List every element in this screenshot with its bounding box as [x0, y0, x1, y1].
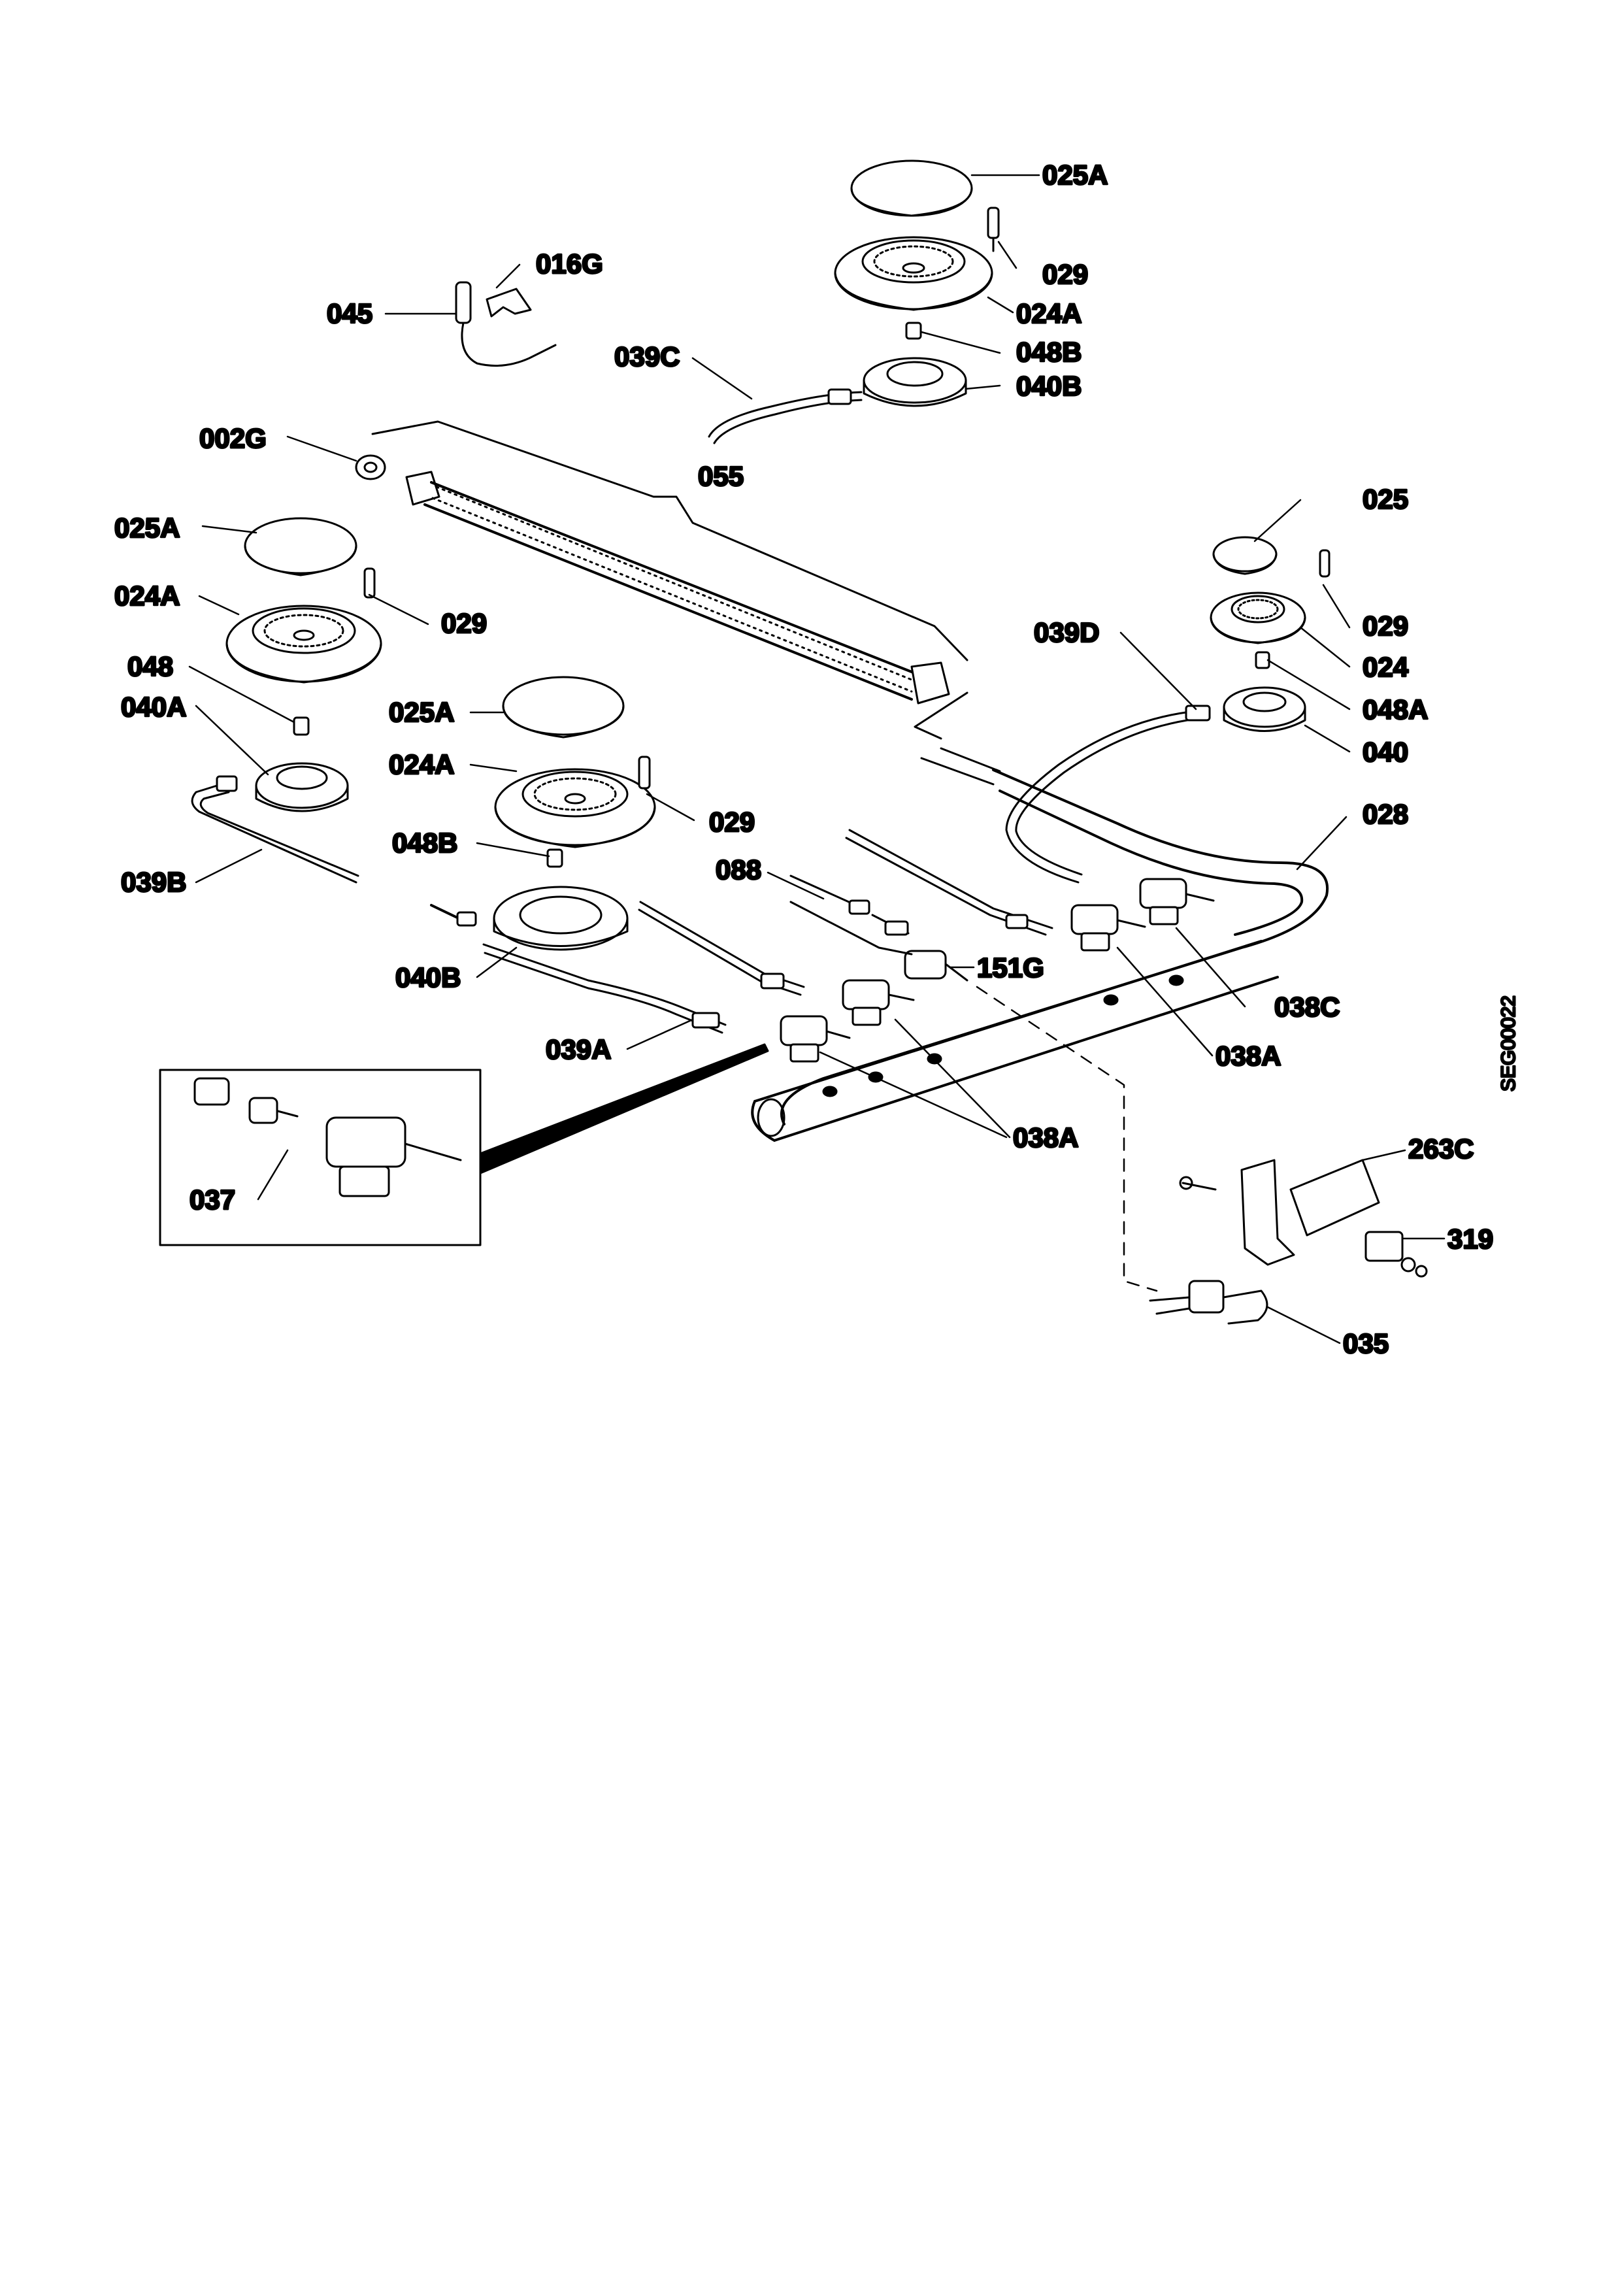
- label-024A-left: 024A: [114, 580, 180, 611]
- clip-016G: [486, 288, 532, 318]
- thermocouple-assembly: [455, 281, 557, 367]
- flex-hose-055: [355, 420, 968, 740]
- part-labels: 025A 029 024A 048B 040B 016G 045 039C 00…: [114, 159, 1521, 1360]
- injector-048: [293, 716, 310, 736]
- leader-lines: [188, 174, 1446, 1344]
- inset-detail-037: [159, 1043, 769, 1246]
- spark-plug-029-left: [363, 567, 376, 599]
- inset-pointer: [479, 1043, 769, 1174]
- burner-cap-025: [1212, 536, 1278, 573]
- manifold-pipe-028: [751, 747, 1329, 1142]
- label-037: 037: [190, 1184, 235, 1215]
- label-088: 088: [716, 854, 761, 885]
- label-263C: 263C: [1408, 1133, 1474, 1164]
- label-029-mid: 029: [709, 807, 755, 837]
- label-025A-mid: 025A: [389, 697, 454, 727]
- washer-002G: [355, 454, 386, 480]
- label-024: 024: [1363, 652, 1409, 682]
- label-038A-bottom: 038A: [1013, 1122, 1078, 1153]
- left-burner-assembly: [191, 517, 382, 884]
- small-tubes: [638, 829, 1053, 996]
- label-048: 048: [127, 651, 173, 682]
- gas-pipe-039B: [191, 782, 357, 884]
- label-039A: 039A: [546, 1034, 611, 1065]
- spark-plug-029-top: [987, 207, 1000, 239]
- gas-valves: [780, 878, 1215, 1063]
- thermocouple-045: [455, 281, 472, 324]
- label-040: 040: [1363, 737, 1408, 767]
- label-025A-left: 025A: [114, 512, 180, 543]
- label-025A-top: 025A: [1042, 159, 1108, 190]
- label-039C: 039C: [614, 341, 680, 372]
- microswitch-319: [1364, 1231, 1404, 1262]
- label-039D: 039D: [1034, 617, 1099, 648]
- valve-038A-3: [1070, 904, 1146, 952]
- valve-038C: [1139, 878, 1215, 925]
- label-002G: 002G: [199, 423, 267, 454]
- label-029-left: 029: [441, 608, 487, 639]
- connection-dashline: [976, 986, 1158, 1292]
- valve-038A-1: [780, 1015, 851, 1063]
- igniter-035: [1188, 1280, 1225, 1314]
- label-028: 028: [1363, 799, 1408, 829]
- injector-048B-top: [905, 322, 922, 340]
- label-025: 025: [1363, 484, 1408, 514]
- label-040B-top: 040B: [1016, 371, 1082, 401]
- label-040A: 040A: [121, 691, 186, 722]
- injector-048B-mid: [546, 848, 563, 868]
- label-024A-top: 024A: [1016, 298, 1082, 329]
- right-burner-assembly: [1005, 536, 1331, 884]
- gas-pipe-039D: [1005, 710, 1197, 884]
- bracket-263C: [1240, 1159, 1295, 1266]
- thermostat-valve-151G: [904, 950, 968, 982]
- label-048B-top: 048B: [1016, 337, 1082, 367]
- label-055: 055: [698, 461, 744, 491]
- diagram-code: SEG00022: [1498, 995, 1519, 1091]
- label-029-top: 029: [1042, 259, 1088, 290]
- label-035: 035: [1343, 1328, 1389, 1359]
- label-016G: 016G: [536, 248, 603, 279]
- top-burner-assembly: [708, 159, 1000, 444]
- label-319: 319: [1447, 1223, 1493, 1254]
- spark-plug-029-right: [1319, 549, 1331, 578]
- label-040B-mid: 040B: [395, 962, 461, 993]
- label-038C: 038C: [1274, 991, 1340, 1022]
- label-039B: 039B: [121, 867, 186, 897]
- ignition-switch-assembly: [976, 986, 1428, 1325]
- burner-base-040A: [255, 762, 349, 809]
- label-029-right: 029: [1363, 610, 1408, 641]
- valve-038A-2: [842, 979, 915, 1026]
- label-048A: 048A: [1363, 694, 1428, 725]
- gas-pipe-039A: [482, 943, 727, 1026]
- label-151G: 151G: [977, 952, 1044, 983]
- label-038A-right: 038A: [1215, 1040, 1281, 1071]
- burner-base-040B-top: [863, 357, 967, 404]
- middle-burner-assembly: [430, 676, 727, 1034]
- spark-plug-029-mid: [638, 756, 651, 790]
- insulator-plate: [1289, 1159, 1380, 1237]
- label-024A-mid: 024A: [389, 749, 454, 780]
- label-045: 045: [327, 298, 372, 329]
- label-048B-mid: 048B: [392, 827, 457, 858]
- gas-rail: [751, 940, 1279, 1142]
